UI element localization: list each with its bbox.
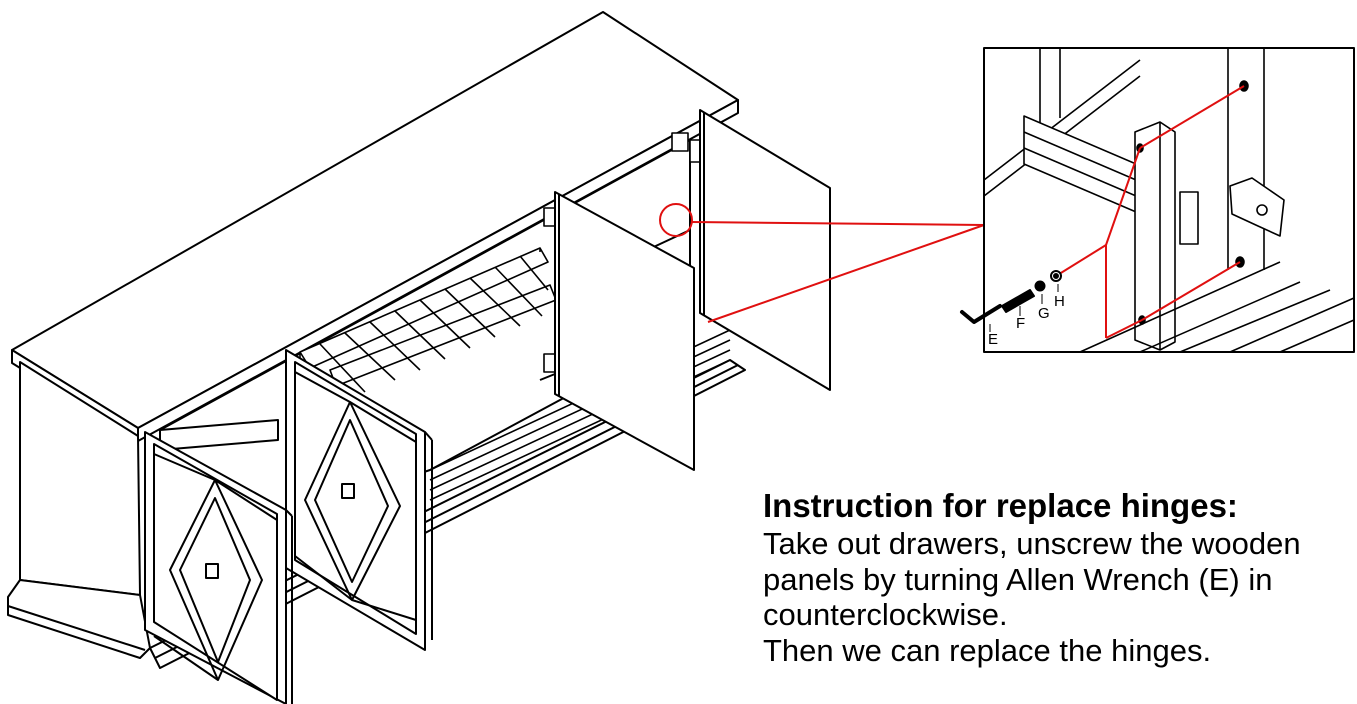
hinge-detail — [1229, 177, 1285, 237]
alignment-lines — [1055, 85, 1245, 339]
instruction-line-1: Take out drawers, unscrew the wooden — [763, 526, 1301, 561]
bolt-part — [1001, 289, 1035, 313]
middle-right-door — [554, 191, 695, 471]
diamond-door-center-knob — [341, 483, 355, 499]
callout-leaders — [691, 221, 985, 323]
part-label-e: E — [988, 331, 998, 348]
allen-wrench-part — [960, 304, 1002, 324]
part-label-h: H — [1054, 293, 1065, 310]
detail-inset: E F G H — [960, 47, 1355, 353]
washer-part — [1034, 280, 1046, 292]
open-doors — [144, 109, 831, 704]
instruction-line-4: Then we can replace the hinges. — [763, 632, 1212, 668]
diamond-door-center — [285, 349, 433, 651]
slide-bracket — [1179, 191, 1199, 245]
part-label-f: F — [1016, 315, 1025, 332]
diamond-door-left — [144, 431, 293, 704]
hardware-parts: E F G H — [960, 270, 1065, 348]
instruction-line-3: counterclockwise. — [763, 597, 1008, 632]
callout-marker-circle — [659, 203, 693, 237]
part-label-g: G — [1038, 305, 1050, 322]
wine-rack — [299, 247, 557, 393]
far-right-door — [699, 109, 831, 391]
instruction-title: Instruction for replace hinges: — [763, 487, 1238, 524]
instruction-line-2: panels by turning Allen Wrench (E) in — [763, 561, 1273, 597]
instruction-block: Instruction for replace hinges: Take out… — [763, 486, 1357, 668]
diamond-door-left-knob — [205, 563, 219, 579]
